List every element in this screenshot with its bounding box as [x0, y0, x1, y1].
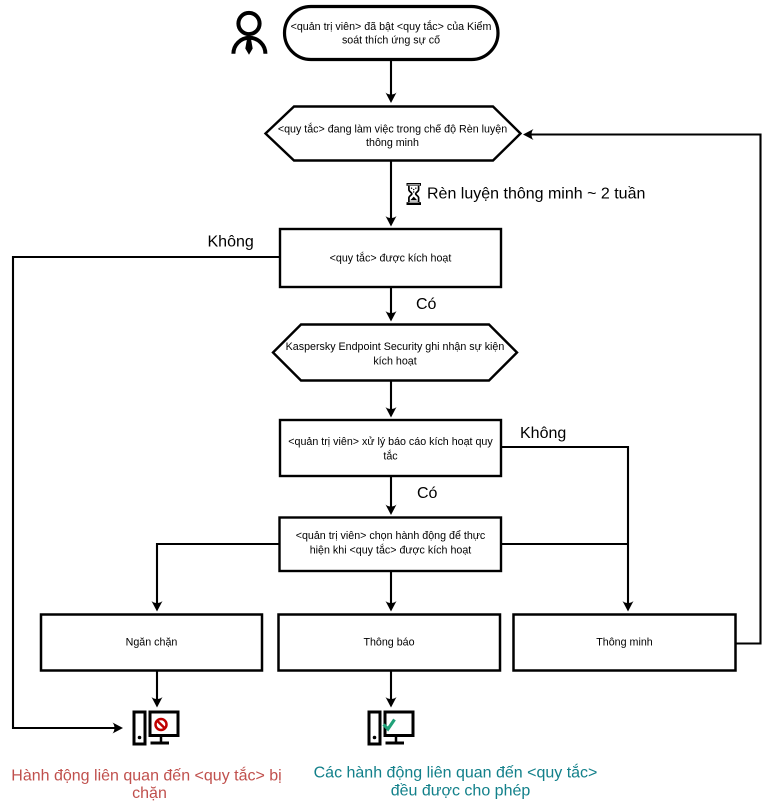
svg-text:Thông minh: Thông minh: [596, 637, 652, 649]
svg-text:thông minh: thông minh: [366, 137, 419, 149]
svg-text:<quản trị viên> đã bật <quy tắ: <quản trị viên> đã bật <quy tắc> của Kiể…: [291, 20, 492, 33]
svg-text:Hành động liên quan đến <quy t: Hành động liên quan đến <quy tắc> bị: [11, 766, 281, 785]
svg-text:Có: Có: [417, 485, 438, 502]
svg-text:Không: Không: [208, 234, 254, 251]
svg-text:chặn: chặn: [132, 785, 167, 802]
svg-text:<quy tắc> được kích hoạt: <quy tắc> được kích hoạt: [330, 252, 452, 265]
svg-text:đều được cho phép: đều được cho phép: [391, 783, 531, 800]
svg-text:Kaspersky Endpoint Security gh: Kaspersky Endpoint Security ghi nhận sự …: [286, 341, 505, 353]
svg-text:kích hoạt: kích hoạt: [373, 356, 416, 368]
svg-text:<quản trị viên> xử lý báo cáo: <quản trị viên> xử lý báo cáo kích hoạt …: [288, 436, 493, 448]
svg-text:Không: Không: [520, 425, 566, 442]
svg-text:Có: Có: [416, 296, 437, 313]
svg-text:hiện khi <quy tắc> được kích h: hiện khi <quy tắc> được kích hoạt: [310, 544, 472, 557]
svg-text:tắc: tắc: [383, 450, 398, 463]
svg-text:<quản trị viên> chọn hành động: <quản trị viên> chọn hành động để thực: [296, 530, 486, 542]
svg-text:Rèn luyện thông minh ~ 2 tuần: Rèn luyện thông minh ~ 2 tuần: [427, 186, 645, 203]
svg-text:Ngăn chặn: Ngăn chặn: [126, 637, 178, 649]
svg-text:soát thích ứng sự cố: soát thích ứng sự cố: [342, 35, 440, 47]
svg-text:Các hành động liên quan đến <q: Các hành động liên quan đến <quy tắc>: [314, 763, 598, 782]
svg-text:<quy tắc> đang làm việc trong: <quy tắc> đang làm việc trong chế độ Rèn…: [278, 123, 507, 136]
svg-text:Thông báo: Thông báo: [363, 637, 414, 649]
